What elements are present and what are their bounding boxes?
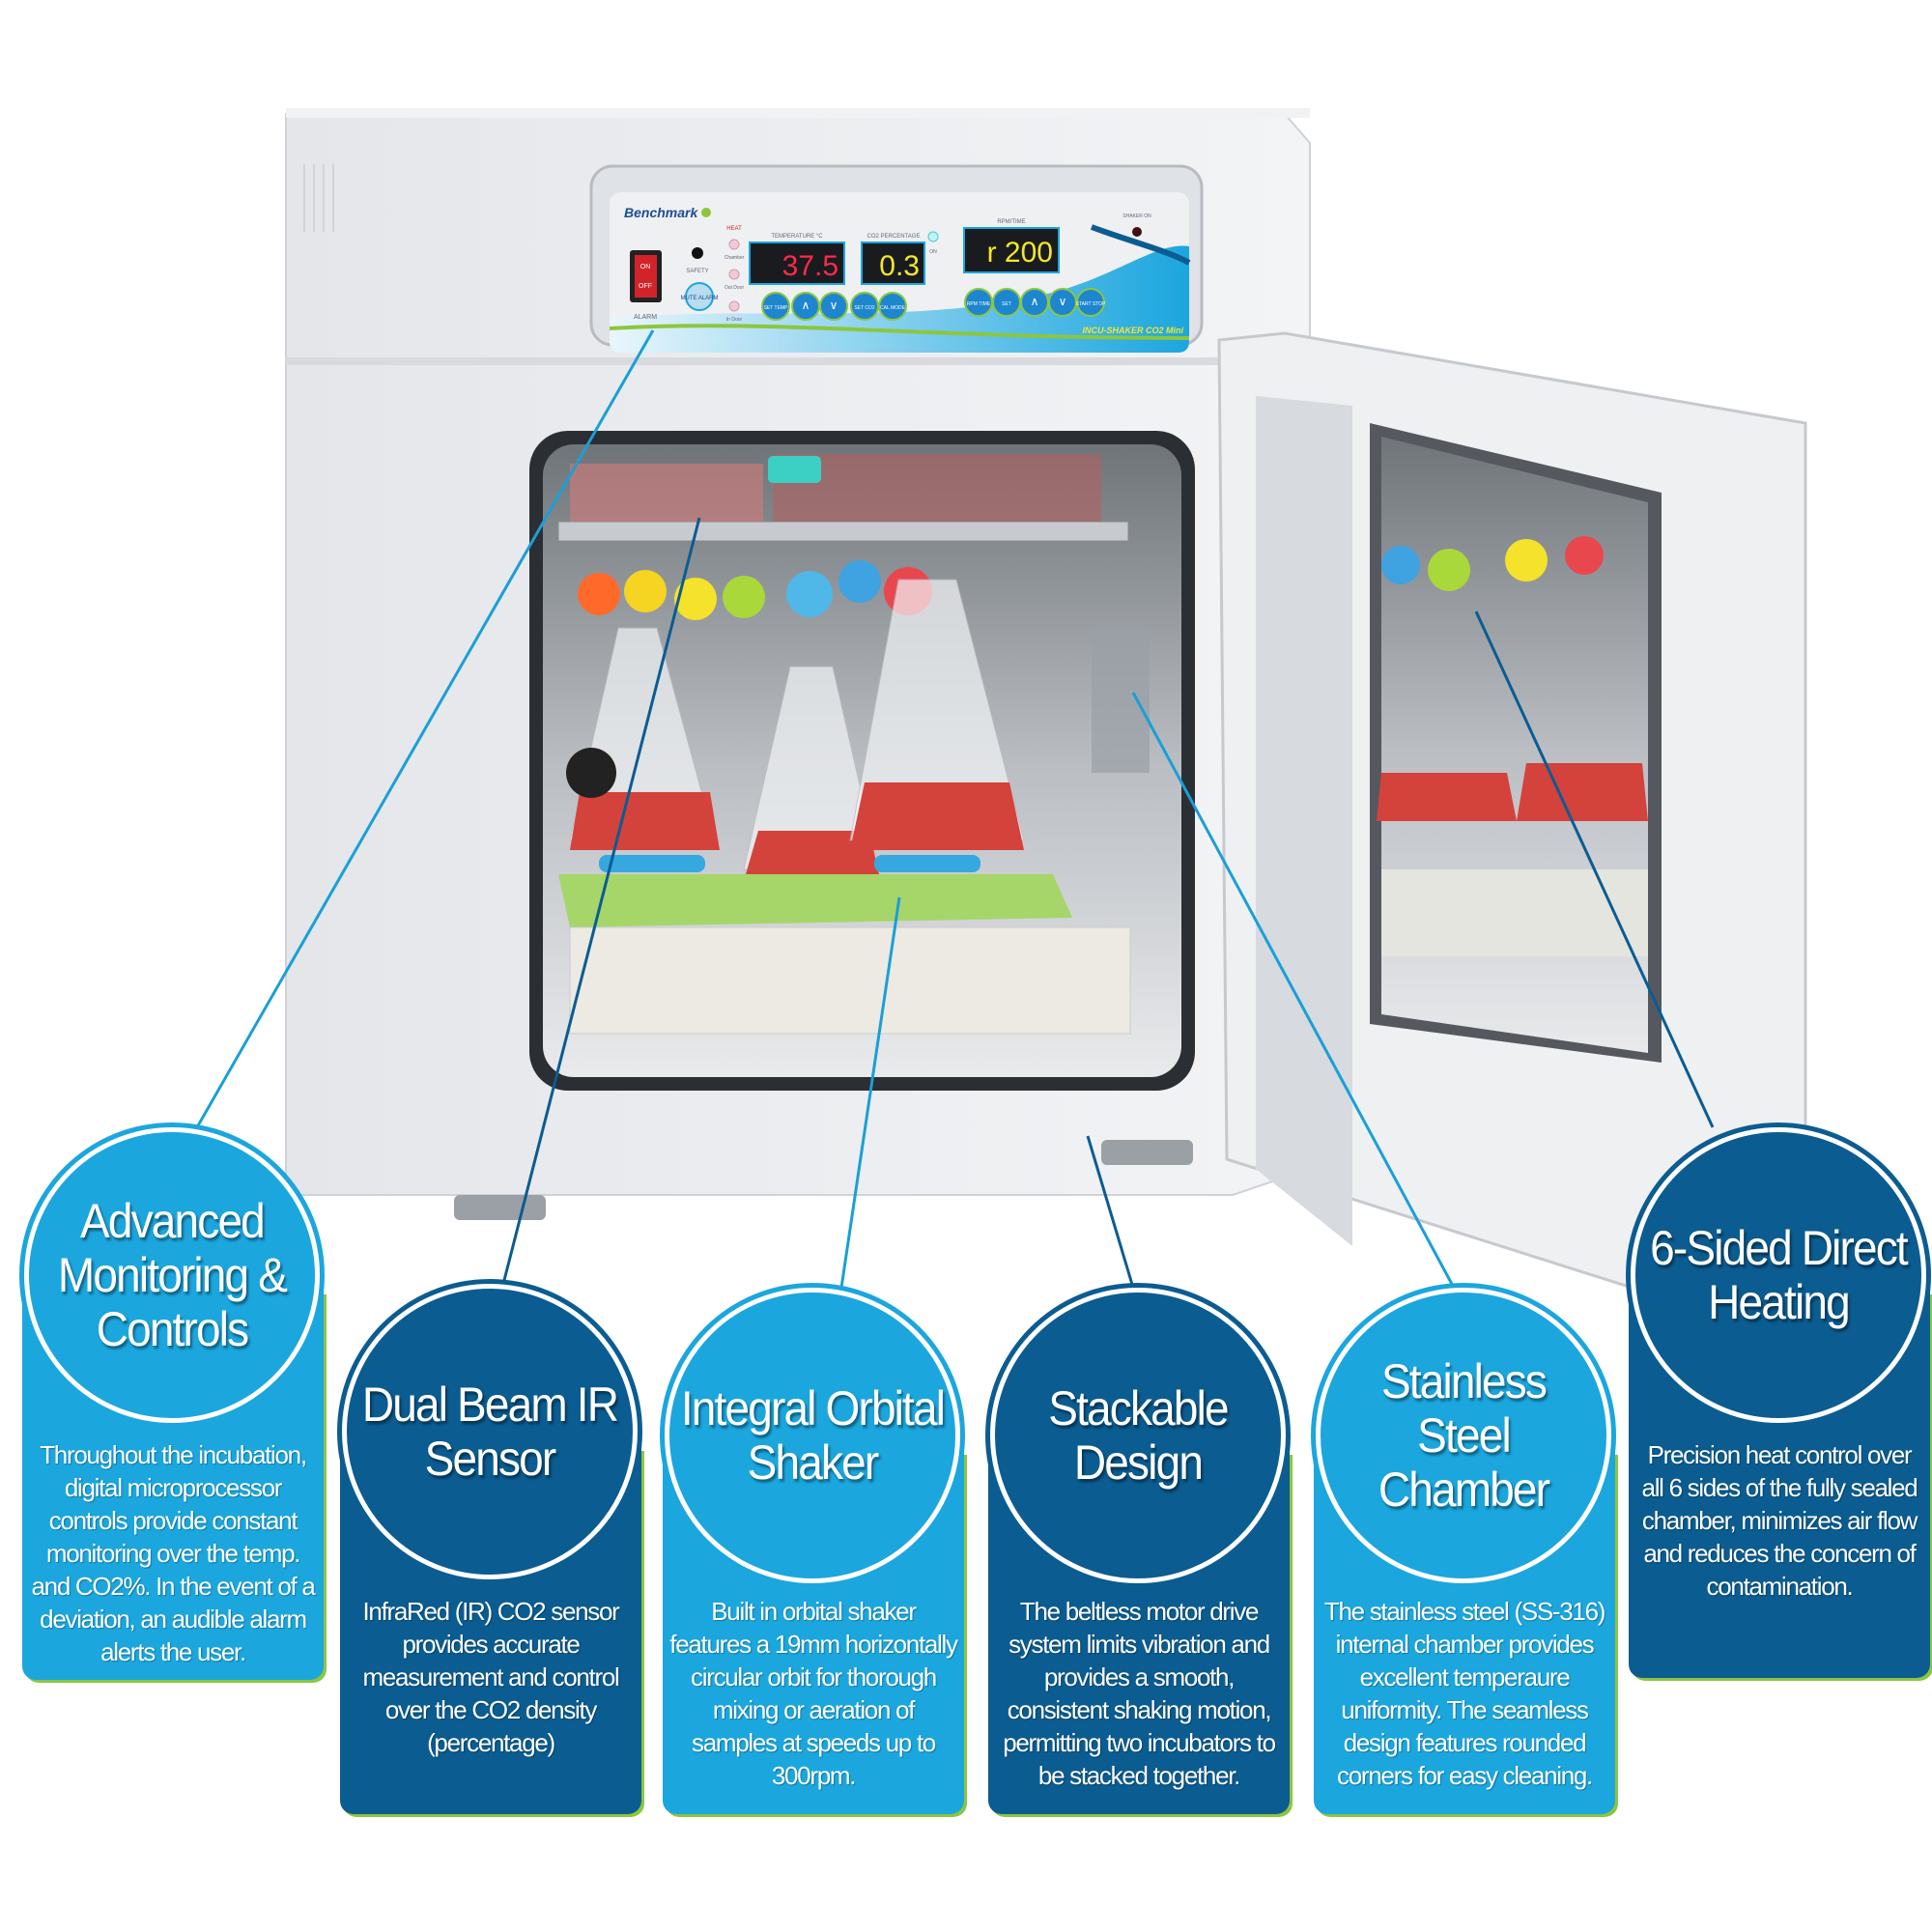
- panel-button-label: SET CO2: [854, 305, 875, 311]
- panel-button[interactable]: [878, 292, 907, 321]
- panel-button-label: SET TEMP: [764, 305, 788, 311]
- alarm-label: ALARM: [634, 314, 657, 321]
- chamber-led-label: Chamber: [724, 255, 745, 261]
- power-on-label: ON: [640, 264, 651, 270]
- feature-badge: Stackable Design: [990, 1288, 1286, 1583]
- heat-label: HEAT: [726, 226, 742, 232]
- out-door-led: [728, 269, 740, 280]
- panel-button[interactable]: [761, 292, 790, 321]
- feature-title: 6-Sided Direct Heating: [1650, 1221, 1909, 1329]
- temperature-display: [749, 242, 845, 285]
- feature-description: The beltless motor drive system limits v…: [1003, 1597, 1276, 1790]
- flask-cap: [768, 456, 821, 483]
- chamber: [529, 431, 1195, 1091]
- shaker-on-label: SHAKER ON: [1122, 213, 1151, 219]
- safety-label: SAFETY: [686, 269, 708, 274]
- panel-button-label: ∨: [1059, 295, 1067, 308]
- panel-button-label: ∧: [1031, 295, 1039, 308]
- feature-description: The stainless steel (SS-316) internal ch…: [1323, 1597, 1605, 1790]
- leader-line-ir-sensor: [500, 517, 701, 1289]
- open-door: [1217, 331, 1807, 1346]
- brand-logo: Benchmark: [624, 205, 698, 220]
- chamber-led: [728, 239, 740, 250]
- shaker-platform: [558, 874, 1072, 927]
- co2-on-led: [927, 231, 939, 242]
- co2-label: CO2 PERCENTAGE: [867, 234, 921, 240]
- feature-title: Dual Beam IR Sensor: [361, 1378, 619, 1486]
- rpm-label: RPM/TIME: [997, 219, 1025, 225]
- panel-button-label: ∧: [802, 298, 810, 312]
- foot: [454, 1195, 546, 1220]
- panel-button-label: ∨: [830, 298, 838, 312]
- feature-title: Stainless Steel Chamber: [1378, 1354, 1550, 1517]
- panel-button-label: SET: [1002, 301, 1011, 307]
- out-door-led-label: Out Door: [724, 285, 745, 291]
- door-knob: [566, 748, 616, 798]
- in-door-led: [728, 300, 740, 312]
- panel-button[interactable]: [819, 292, 848, 321]
- foot: [1101, 1140, 1193, 1165]
- leader-line-monitoring: [195, 329, 655, 1128]
- co2-on-label: ON: [929, 249, 937, 255]
- temperature-label: TEMPERATURE °C: [771, 234, 823, 240]
- co2-display: [861, 242, 925, 285]
- control-panel: Benchmark ON OFF ALARM SAFETY MUTE ALARM…: [589, 164, 1204, 353]
- upper-shelf: [557, 521, 1129, 542]
- safety-led: [692, 247, 703, 259]
- feature-title: Stackable Design: [1048, 1381, 1229, 1490]
- shaker-on-led: [1132, 227, 1142, 237]
- feature-badge: 6-Sided Direct Heating: [1631, 1127, 1926, 1423]
- model-logo: INCU-SHAKER CO2 Mini: [1082, 326, 1183, 335]
- leader-line-stainless: [1131, 692, 1456, 1289]
- power-off-label: OFF: [639, 283, 652, 290]
- leader-line-stackable: [1086, 1135, 1135, 1289]
- feature-title: Integral Orbital Shaker: [680, 1381, 946, 1490]
- feature-description: Precision heat control over all 6 sides …: [1641, 1440, 1918, 1601]
- feature-badge: Dual Beam IR Sensor: [342, 1284, 638, 1579]
- in-door-led-label: In Door: [726, 317, 743, 323]
- temperature-value: 37.5: [782, 250, 838, 282]
- feature-description: Throughout the incubation, digital micro…: [31, 1440, 316, 1666]
- panel-button-label: RPM TIME: [967, 301, 991, 307]
- feature-badge: Advanced Monitoring & Controls: [24, 1127, 320, 1423]
- brand-dot: [701, 208, 711, 217]
- panel-button-label: CAL MODE: [880, 305, 906, 311]
- feature-badge: Stainless Steel Chamber: [1316, 1288, 1611, 1583]
- mute-alarm-button[interactable]: [685, 282, 714, 311]
- leader-line-heating: [1474, 611, 1715, 1128]
- panel-button-label: START STOP: [1076, 301, 1106, 307]
- feature-description: Built in orbital shaker features a 19mm …: [669, 1597, 958, 1790]
- feature-description: InfraRed (IR) CO2 sensor provides accura…: [362, 1597, 619, 1757]
- rpm-value: r 200: [987, 237, 1053, 269]
- flasks: [569, 560, 1025, 892]
- feature-badge: Integral Orbital Shaker: [665, 1288, 960, 1583]
- leader-line-shaker: [839, 896, 901, 1289]
- co2-value: 0.3: [879, 250, 920, 282]
- panel-button[interactable]: [1076, 288, 1105, 317]
- mute-alarm-label: MUTE ALARM: [680, 296, 718, 301]
- feature-title: Advanced Monitoring & Controls: [57, 1194, 288, 1356]
- rpm-display: [963, 227, 1060, 273]
